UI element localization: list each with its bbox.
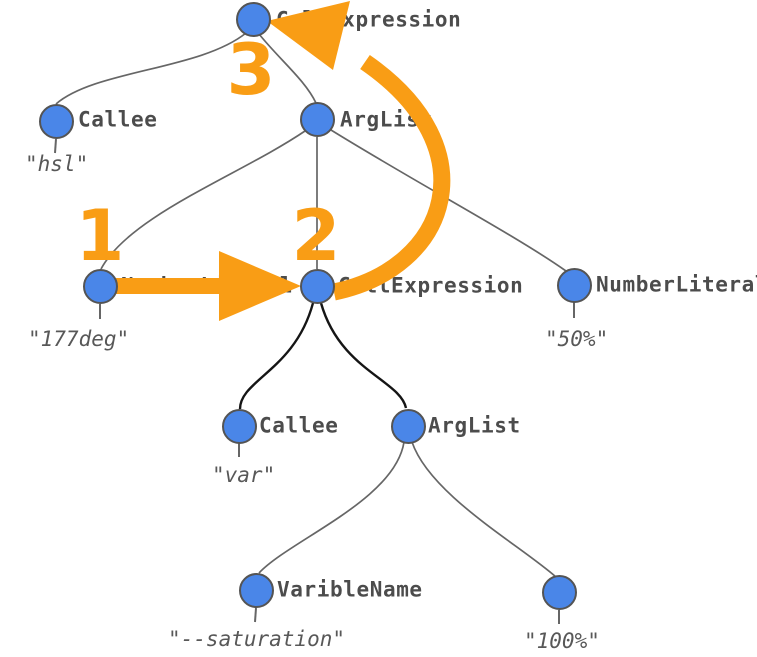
value-100-percent: "100%" [524, 629, 600, 653]
stub-callee-hsl [54, 138, 57, 154]
step-number-1: 1 [75, 195, 125, 277]
edge-callexpression-to-arglist2 [319, 302, 408, 409]
label-callee-var: Callee [259, 413, 339, 438]
node-numberliteral-50 [556, 267, 592, 303]
step-number-3: 3 [226, 29, 276, 111]
node-inner-callexpression [299, 268, 335, 304]
node-arglist-inner [390, 408, 426, 444]
node-varible-name [238, 572, 274, 608]
value-50-percent: "50%" [545, 327, 609, 351]
edge-root-to-arglist [258, 33, 317, 104]
edge-root-to-callee [55, 32, 247, 105]
label-callee-hsl: Callee [78, 107, 158, 132]
edge-callexpression-to-callee2 [238, 302, 315, 410]
label-arglist-inner: ArgList [428, 413, 521, 438]
label-varible-name: VaribleName [277, 577, 423, 602]
node-root-callexpression [235, 1, 271, 37]
arrow-1-to-2-head-icon [219, 251, 301, 321]
node-numberliteral-177 [82, 268, 118, 304]
edge-arglist-to-numberliteral-177 [100, 130, 306, 270]
edge-arglist2-to-number-100 [411, 441, 557, 578]
node-number-100 [541, 574, 577, 610]
arrow-2-to-3-head-icon [267, 1, 350, 70]
arrow-2-to-3-shaft [332, 55, 451, 301]
value-177deg: "177deg" [28, 327, 130, 351]
node-arglist-outer [299, 101, 335, 137]
step-number-2: 2 [291, 195, 341, 277]
label-numberliteral-50: NumberLiteral [596, 272, 757, 297]
value-hsl: "hsl" [25, 152, 89, 176]
edge-arglist-to-numberliteral-50 [330, 129, 567, 272]
node-callee-hsl [38, 103, 74, 139]
stub-varible-name [254, 607, 257, 623]
node-callee-var [221, 408, 257, 444]
edge-arglist2-to-variblename [258, 441, 405, 574]
value-saturation: "--saturation" [168, 627, 346, 651]
arrow-1-to-2-shaft [112, 278, 227, 294]
value-var: "var" [212, 463, 276, 487]
